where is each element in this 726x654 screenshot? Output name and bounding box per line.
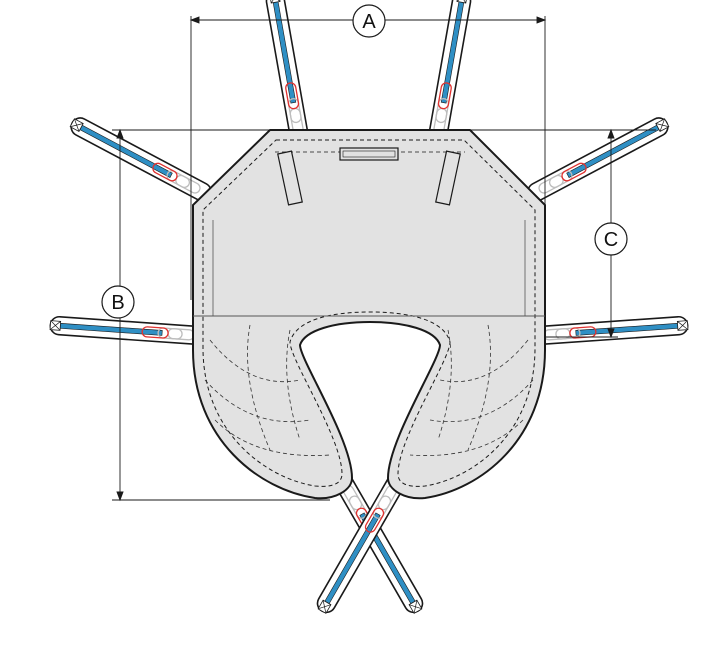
dimension-b-label: B bbox=[111, 292, 124, 314]
top-right-strap bbox=[426, 0, 473, 149]
label-tab-inner bbox=[342, 150, 396, 158]
dimension-c-marker: C bbox=[594, 222, 628, 256]
dimension-c-label: C bbox=[604, 229, 618, 251]
dimension-b-marker: B bbox=[101, 285, 135, 319]
lower-left-strap bbox=[48, 315, 208, 346]
seat-quilting bbox=[204, 324, 534, 456]
upper-right-strap bbox=[523, 114, 672, 205]
right-handle-pocket bbox=[435, 150, 461, 206]
sling-body bbox=[192, 129, 546, 500]
label-tab bbox=[339, 147, 399, 161]
top-left-strap bbox=[264, 0, 311, 149]
left-handle-pocket bbox=[277, 150, 303, 206]
upper-left-strap bbox=[67, 114, 216, 205]
dimension-a-marker: A bbox=[352, 4, 386, 38]
dimension-a-label: A bbox=[362, 11, 376, 33]
dimension-lines bbox=[112, 16, 656, 502]
inner-stitch-line bbox=[202, 139, 536, 487]
